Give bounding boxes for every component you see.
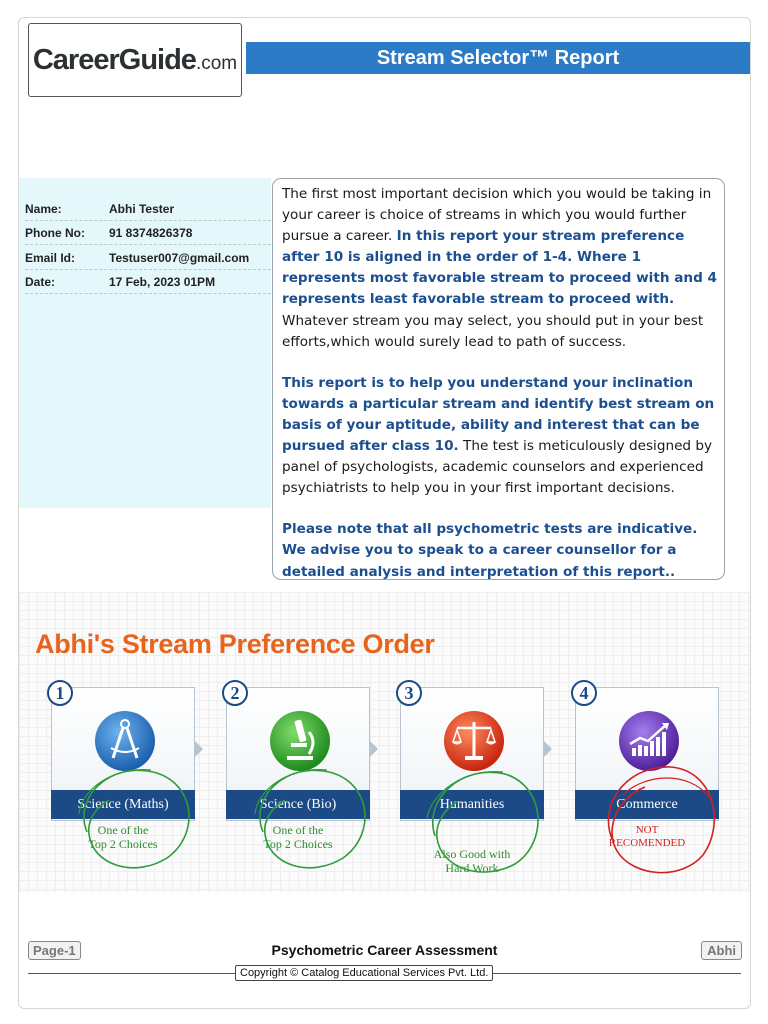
profile-value: Testuser007@gmail.com [109,251,250,265]
stream-name: Humanities [400,790,544,819]
rank-badge: 2 [222,680,248,706]
stream-card-1[interactable]: 1 Science (Maths) One of the Top 2 Choic… [47,680,203,851]
scales-icon [444,711,504,771]
intro-text: Whatever stream you may select, you shou… [282,312,704,350]
intro-highlight: This report is to help you understand yo… [282,374,715,455]
note-line: Top 2 Choices [88,837,158,851]
stream-note: One of the Top 2 Choices [226,823,370,851]
stream-card-2[interactable]: 2 Science (Bio) One of the Top 2 Choices [222,680,378,851]
stream-name: Science (Maths) [51,790,195,819]
stream-name: Science (Bio) [226,790,370,819]
card-arrow [195,741,203,757]
stream-note: Also Good with Hard Work [400,847,544,875]
profile-panel: Name: Abhi Tester Phone No: 91 837482637… [19,178,271,508]
intro-text-box: The first most important decision which … [272,178,725,580]
note-line: NOT [635,824,659,836]
profile-row-date: Date: 17 Feb, 2023 01PM [25,269,271,294]
profile-value: Abhi Tester [109,202,175,216]
stream-card-3[interactable]: 3 Humanities Also Good with Hard Work [396,680,552,875]
stream-note: NOT RECOMENDED [575,824,719,850]
stream-name: Commerce [575,790,719,819]
profile-label: Name: [25,202,62,216]
profile-label: Phone No: [25,226,85,240]
preference-title: Abhi's Stream Preference Order [35,629,435,659]
profile-value: 91 8374826378 [109,226,193,240]
footer-title: Psychometric Career Assessment [271,942,498,958]
microscope-icon [270,711,330,771]
card-arrow [544,741,552,757]
profile-row-name: Name: Abhi Tester [25,196,271,221]
note-line: RECOMENDED [608,837,686,849]
report-title: Stream Selector™ Report [246,42,750,74]
copyright-notice: Copyright © Catalog Educational Services… [235,965,494,981]
intro-text: The test is meticulously designed by pan… [282,438,713,497]
growth-chart-icon [619,711,679,771]
intro-paragraph-2: This report is to help you understand yo… [282,373,724,500]
profile-row-phone: Phone No: 91 8374826378 [25,220,271,245]
profile-value: 17 Feb, 2023 01PM [109,275,216,289]
note-line: One of the [97,823,149,837]
profile-label: Date: [25,275,56,289]
intro-text: The first most important decision which … [282,186,712,245]
stream-note: One of the Top 2 Choices [51,823,195,851]
intro-paragraph-1: The first most important decision which … [282,184,724,353]
footer-user-name: Abhi [701,941,742,960]
note-line: One of the [272,823,324,837]
intro-paragraph-3: Please note that all psychometric tests … [282,521,698,580]
profile-label: Email Id: [25,251,76,265]
logo-suffix: .com [195,52,238,74]
card-arrow [370,741,378,757]
stream-card-4[interactable]: 4 Commerce NOT RECOMENDED [571,680,719,849]
logo-text: CareerGuide [32,43,197,76]
compass-icon [95,711,155,771]
profile-row-email: Email Id: Testuser007@gmail.com [25,245,271,270]
rank-badge: 1 [47,680,73,706]
rank-badge: 4 [571,680,597,706]
rank-badge: 3 [396,680,422,706]
note-line: Hard Work [445,861,499,875]
intro-highlight: In this report your stream preference af… [282,228,718,308]
note-line: Top 2 Choices [263,837,333,851]
note-line: Also Good with [433,847,511,861]
careerguide-logo[interactable]: CareerGuide.com [28,23,242,97]
page-number: Page-1 [28,941,81,960]
report-page: CareerGuide.com Stream Selector™ Report … [18,17,751,1009]
